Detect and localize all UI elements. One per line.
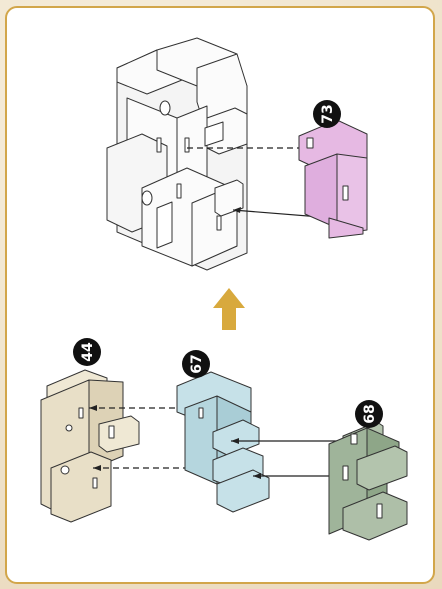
guide-arrowhead [253, 473, 261, 479]
badge-label-68: 68 [362, 404, 378, 423]
arrow-up-icon [213, 288, 245, 330]
part-44 [40, 369, 140, 523]
part-73 [298, 119, 368, 239]
part-68 [328, 421, 408, 541]
guide-arrowhead [231, 438, 239, 444]
part-badge-68: 68 [355, 400, 383, 428]
assembled-structure [106, 37, 248, 271]
instruction-card: 73 44 [5, 6, 435, 584]
part-badge-44: 44 [73, 338, 101, 366]
guide-arrowhead [89, 405, 97, 411]
part-67 [176, 371, 270, 513]
part-badge-73: 73 [313, 100, 341, 128]
part-badge-67: 67 [182, 350, 210, 378]
guide-arrowhead [93, 465, 101, 471]
guide-arrowhead [233, 207, 241, 213]
badge-label-67: 67 [189, 354, 205, 373]
assembly-diagram: 73 44 [40, 37, 408, 541]
badge-label-73: 73 [320, 104, 336, 123]
badge-label-44: 44 [80, 342, 96, 362]
